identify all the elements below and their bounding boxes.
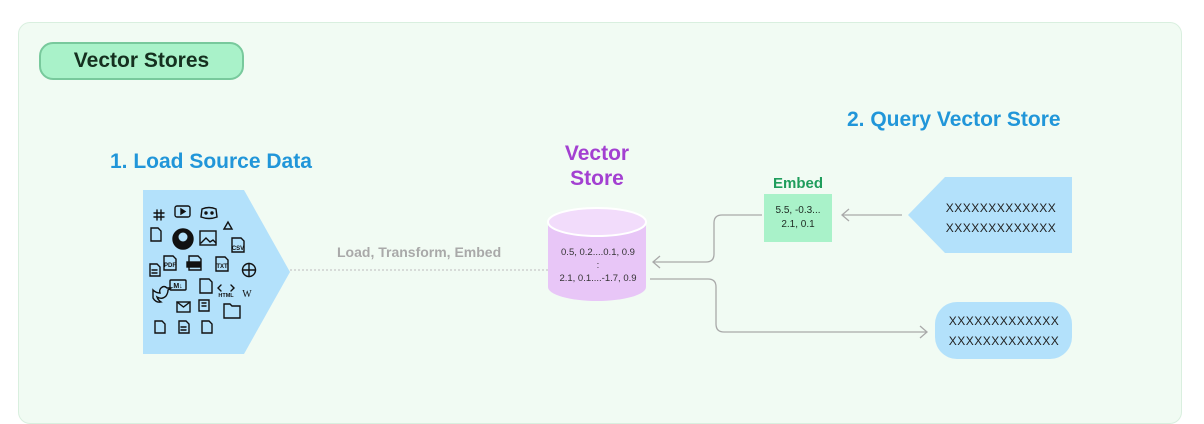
vector-store-label-line1: Vector	[564, 142, 630, 165]
vector-row-2: 2.1, 0.1....-1.7, 0.9	[559, 273, 637, 284]
folder-icon	[223, 303, 241, 319]
discord-icon	[200, 206, 218, 220]
html-label: HTML	[218, 293, 234, 299]
vector-store-label: Vector Store	[548, 141, 646, 191]
csv-label: CSV	[232, 246, 244, 252]
file-icon	[150, 227, 162, 242]
diagram-canvas: CSV PDF TXT M↓ HTML W	[143, 177, 1072, 359]
youtube-icon	[174, 205, 191, 218]
vector-row-ellipsis: :	[596, 260, 600, 271]
csv-icon	[231, 237, 245, 253]
query-line-1: XXXXXXXXXXXXX	[945, 201, 1057, 215]
pdf-label: PDF	[164, 263, 176, 269]
vector-store-values: 0.5, 0.2....0.1, 0.9 : 2.1, 0.1....-1.7,…	[552, 246, 644, 285]
doc-icon	[178, 320, 190, 334]
html-icon	[217, 284, 235, 292]
image-icon	[199, 230, 217, 246]
twitter-icon	[152, 285, 174, 303]
drive-icon	[222, 220, 234, 230]
title-pill: Vector Stores	[39, 42, 244, 80]
load-heading: 1. Load Source Data	[110, 150, 312, 173]
github-icon	[172, 228, 194, 250]
embed-label: Embed	[772, 175, 823, 192]
email-icon	[176, 301, 191, 313]
embed-line-1: 5.5, -0.3...	[775, 205, 821, 216]
embed-to-store-arrow	[653, 214, 762, 263]
txt-label: TXT	[216, 264, 228, 270]
file-icon	[154, 320, 166, 334]
markdown-icon	[169, 279, 187, 291]
doc-icon	[149, 263, 161, 277]
txt-icon	[215, 256, 229, 272]
query-text: XXXXXXXXXXXXX XXXXXXXXXXXXX	[936, 198, 1066, 238]
wiki-label: W	[242, 289, 252, 300]
docx-icon	[186, 255, 202, 271]
query-line-2: XXXXXXXXXXXXX	[945, 221, 1057, 235]
json-icon	[199, 278, 213, 294]
vector-store-cylinder	[547, 207, 647, 301]
md-label: M↓	[173, 283, 182, 290]
query-heading: 2. Query Vector Store	[847, 108, 1061, 131]
load-transform-embed-label: Load, Transform, Embed	[337, 244, 502, 260]
vector-store-label-line2: Store	[570, 167, 624, 190]
embed-line-2: 2.1, 0.1	[781, 219, 815, 230]
result-line-2: XXXXXXXXXXXXX	[948, 334, 1060, 348]
result-line-1: XXXXXXXXXXXXX	[948, 314, 1060, 328]
query-shape	[908, 177, 1072, 253]
result-shape	[935, 302, 1072, 359]
pdf-icon	[163, 255, 177, 271]
file-icon	[201, 320, 213, 334]
vector-row-1: 0.5, 0.2....0.1, 0.9	[561, 247, 635, 258]
slack-icon	[153, 209, 165, 221]
result-text: XXXXXXXXXXXXX XXXXXXXXXXXXX	[936, 311, 1072, 351]
store-to-result-arrow	[650, 278, 927, 333]
web-icon	[241, 262, 257, 278]
notion-icon	[198, 299, 210, 312]
embed-box: 5.5, -0.3... 2.1, 0.1	[764, 194, 832, 242]
